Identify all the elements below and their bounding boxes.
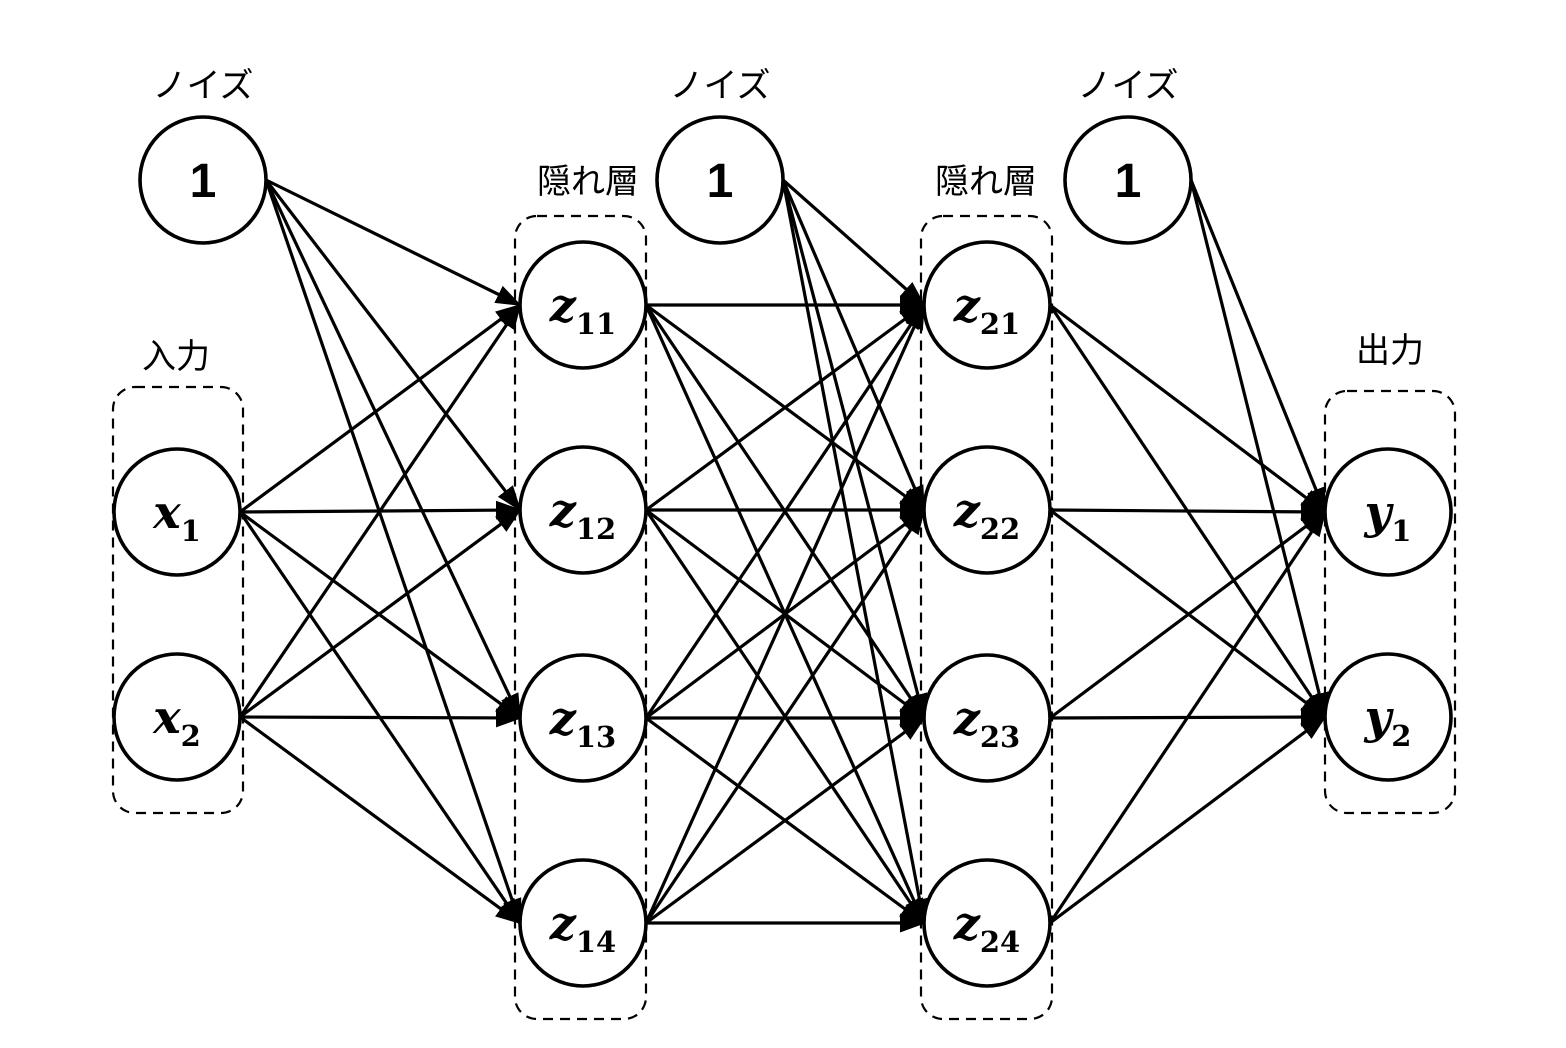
node-label-y2: y2 — [1364, 690, 1412, 753]
node-y1 — [1323, 447, 1453, 577]
edge-b2-z22 — [781, 179, 926, 512]
node-x1 — [112, 447, 242, 577]
edge-b3-y2 — [1189, 179, 1329, 719]
edge-z23-y1 — [1049, 510, 1327, 720]
edge-z14-z21 — [644, 303, 926, 924]
edge-b2-z21 — [781, 178, 926, 307]
group-label-output: 出力 — [1356, 332, 1424, 370]
group-box-input — [111, 385, 245, 815]
edge-b3-y1 — [1189, 179, 1327, 514]
edge-z14-z23 — [645, 716, 926, 925]
node-z24 — [922, 858, 1052, 988]
node-label-x2: x2 — [152, 690, 201, 753]
noise-caption-b1: ノイズ — [153, 67, 254, 105]
edge-x2-z11 — [238, 303, 522, 718]
node-z22 — [922, 445, 1052, 575]
node-label-z13: z13 — [549, 691, 616, 754]
edge-b2-z23 — [781, 179, 928, 720]
node-z13 — [518, 653, 648, 783]
node-label-z21: z21 — [953, 278, 1020, 341]
group-label-input: 入力 — [142, 338, 210, 376]
node-z21 — [922, 240, 1052, 370]
node-label-b3: 1 — [1115, 155, 1142, 208]
node-label-z12: z12 — [549, 483, 616, 546]
edge-z24-y2 — [1049, 715, 1327, 925]
node-label-x1: x1 — [152, 485, 201, 548]
group-box-hidden2 — [919, 214, 1054, 1021]
edge-z24-y1 — [1048, 510, 1327, 924]
node-y2 — [1323, 652, 1453, 782]
node-z14 — [518, 858, 648, 988]
edge-z13-z21 — [644, 303, 926, 719]
noise-caption-b2: ノイズ — [670, 67, 771, 105]
node-z23 — [922, 653, 1052, 783]
node-b2 — [655, 115, 785, 245]
node-b3 — [1063, 115, 1193, 245]
node-label-b1: 1 — [190, 155, 217, 208]
edge-x2-z12 — [239, 508, 522, 719]
group-box-output — [1323, 389, 1457, 815]
edge-x2-z13 — [239, 708, 522, 728]
node-label-z22: z22 — [953, 483, 1020, 546]
node-label-z24: z24 — [953, 896, 1020, 959]
edge-b1-z12 — [264, 179, 522, 512]
edge-z14-z22 — [644, 508, 926, 924]
edge-b1-z13 — [264, 179, 522, 720]
edge-b1-z11 — [265, 178, 522, 307]
node-z12 — [518, 445, 648, 575]
edge-x1-z11 — [239, 303, 522, 514]
noise-caption-b3: ノイズ — [1078, 67, 1179, 105]
edge-z22-y1 — [1049, 502, 1327, 522]
node-z11 — [518, 240, 648, 370]
group-label-hidden2: 隠れ層 — [935, 163, 1037, 201]
group-box-hidden1 — [513, 214, 648, 1021]
node-label-b2: 1 — [707, 155, 734, 208]
edge-z21-y1 — [1049, 303, 1327, 514]
node-label-y1: y1 — [1364, 485, 1412, 548]
edge-x2-z14 — [239, 715, 522, 925]
edge-z12-z21 — [645, 303, 926, 512]
node-label-z11: z11 — [549, 278, 616, 341]
node-x2 — [112, 652, 242, 782]
node-label-z23: z23 — [953, 691, 1020, 754]
edge-b2-z24 — [781, 179, 929, 925]
group-label-hidden1: 隠れ層 — [537, 163, 639, 201]
node-label-z14: z14 — [549, 896, 616, 959]
node-b1 — [138, 115, 268, 245]
edge-b1-z14 — [264, 179, 522, 925]
